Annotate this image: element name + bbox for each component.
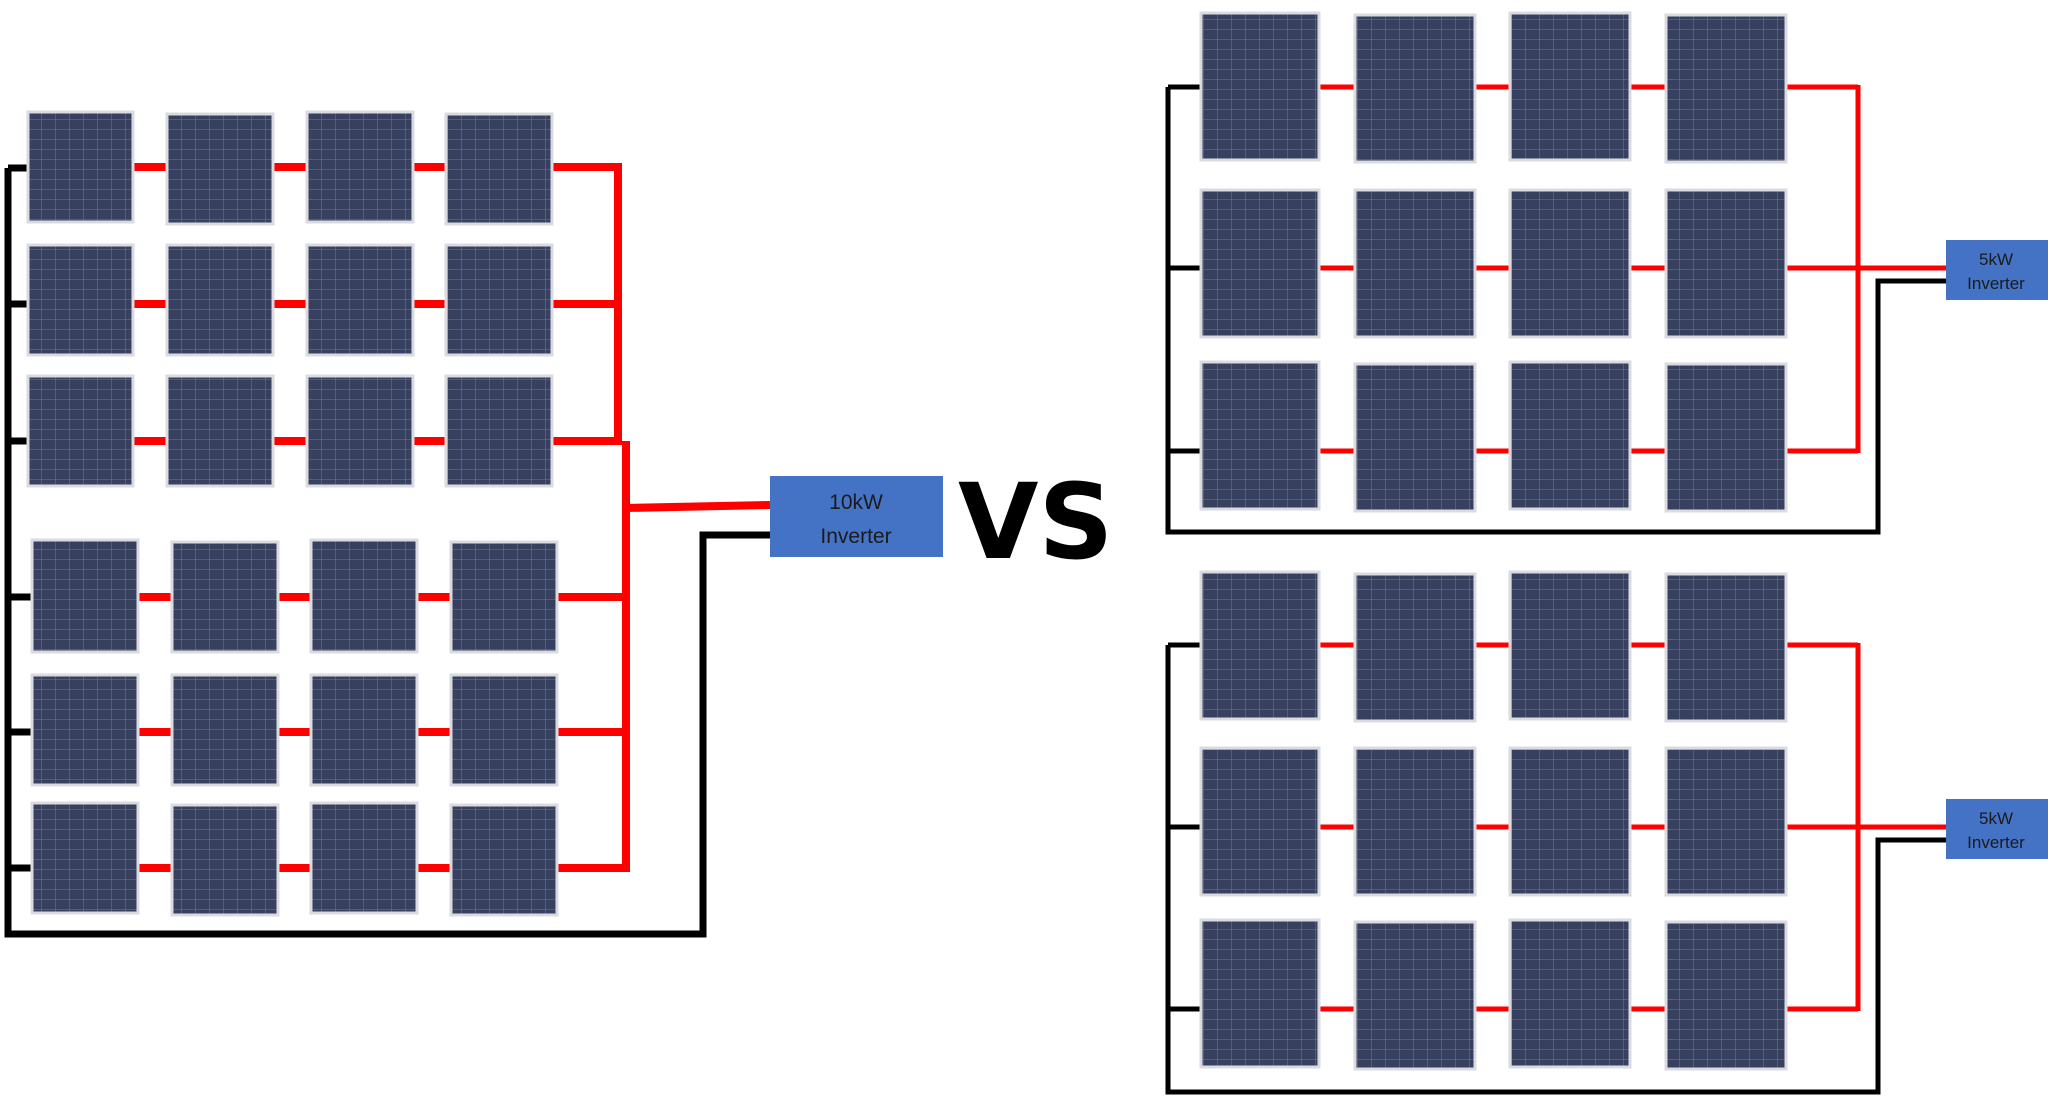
left-array: 10kW Inverter	[4, 110, 943, 938]
solar-panel-icon	[444, 374, 554, 488]
solar-panel-icon	[1508, 918, 1632, 1069]
solar-panel-icon	[1199, 570, 1321, 721]
right-bottom-panels	[1199, 570, 1788, 1071]
solar-panel-icon	[1508, 360, 1632, 511]
solar-panel-icon	[449, 673, 559, 787]
solar-panel-icon	[309, 673, 419, 787]
right-bottom-array: 5kW Inverter	[1165, 570, 2048, 1095]
solar-panel-icon	[305, 374, 415, 488]
solar-panel-icon	[1199, 918, 1321, 1069]
solar-panel-icon	[305, 110, 415, 224]
solar-panel-icon	[1199, 746, 1321, 897]
solar-panel-icon	[305, 243, 415, 357]
solar-panel-icon	[1353, 362, 1477, 513]
solar-panel-icon	[170, 673, 280, 787]
right-bottom-negative-wiring	[1165, 642, 1946, 1095]
inverter-5kw-bottom-label-line1: 5kW	[1979, 809, 2013, 828]
solar-panel-icon	[449, 540, 559, 654]
solar-panel-icon	[1664, 188, 1788, 339]
inverter-5kw-bottom: 5kW Inverter	[1946, 799, 2048, 859]
inverter-5kw-top-label-line2: Inverter	[1967, 274, 2025, 293]
solar-panel-icon	[165, 243, 275, 357]
solar-panel-icon	[449, 803, 559, 917]
right-top-panels	[1199, 11, 1788, 513]
solar-panel-icon	[1664, 746, 1788, 897]
solar-panel-icon	[1508, 188, 1632, 339]
solar-panel-icon	[1353, 188, 1477, 339]
left-panels	[26, 110, 559, 917]
solar-panel-icon	[1508, 746, 1632, 897]
solar-panel-icon	[165, 112, 275, 226]
solar-panel-icon	[1664, 920, 1788, 1071]
right-top-array: 5kW Inverter	[1165, 11, 2048, 535]
solar-panel-icon	[1664, 572, 1788, 723]
inverter-10kw-label-line1: 10kW	[829, 491, 883, 514]
solar-panel-icon	[444, 112, 554, 226]
solar-panel-icon	[1508, 11, 1632, 162]
solar-panel-icon	[170, 803, 280, 917]
solar-panel-icon	[1664, 362, 1788, 513]
solar-panel-icon	[1199, 188, 1321, 339]
solar-panel-icon	[1199, 360, 1321, 511]
inverter-10kw-label-line2: Inverter	[820, 525, 891, 548]
solar-panel-icon	[30, 673, 140, 787]
solar-panel-icon	[1353, 13, 1477, 164]
inverter-10kw: 10kW Inverter	[770, 476, 943, 557]
solar-panel-icon	[1353, 572, 1477, 723]
solar-panel-icon	[165, 374, 275, 488]
right-top-negative-wiring	[1165, 84, 1946, 535]
inverter-5kw-top-label-line1: 5kW	[1979, 250, 2013, 269]
solar-panel-icon	[1353, 920, 1477, 1071]
inverter-5kw-bottom-label-line2: Inverter	[1967, 833, 2025, 852]
solar-panel-icon	[26, 374, 135, 488]
vs-label: VS	[958, 461, 1113, 583]
solar-panel-icon	[1508, 570, 1632, 721]
solar-panel-icon	[26, 110, 135, 224]
solar-panel-icon	[170, 540, 280, 654]
inverter-5kw-top: 5kW Inverter	[1946, 240, 2048, 300]
solar-panel-icon	[309, 801, 419, 915]
solar-panel-icon	[1664, 13, 1788, 164]
solar-panel-icon	[30, 538, 140, 654]
solar-panel-icon	[309, 538, 419, 654]
solar-panel-icon	[444, 243, 554, 357]
solar-panel-icon	[1199, 11, 1321, 162]
solar-panel-icon	[30, 801, 140, 915]
solar-panel-icon	[26, 243, 135, 357]
solar-panel-icon	[1353, 746, 1477, 897]
